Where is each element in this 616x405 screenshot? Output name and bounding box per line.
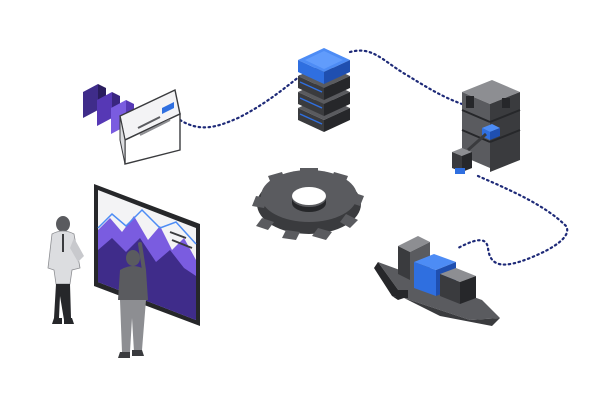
connector-lines [178,49,569,266]
connector-documents-server [178,74,302,129]
business-people-icon [47,216,148,358]
connector-server-warehouse [348,49,464,106]
server-stack-icon [298,48,350,132]
connector-warehouse-ship [456,174,569,266]
cargo-ship-icon [374,236,500,326]
person-left [47,216,84,324]
person-right [118,242,148,358]
analytics-screen-icon [94,184,200,326]
gear-icon [252,168,364,240]
document-stack-icon [83,84,181,165]
warehouse-rack-robot-icon [452,80,521,174]
